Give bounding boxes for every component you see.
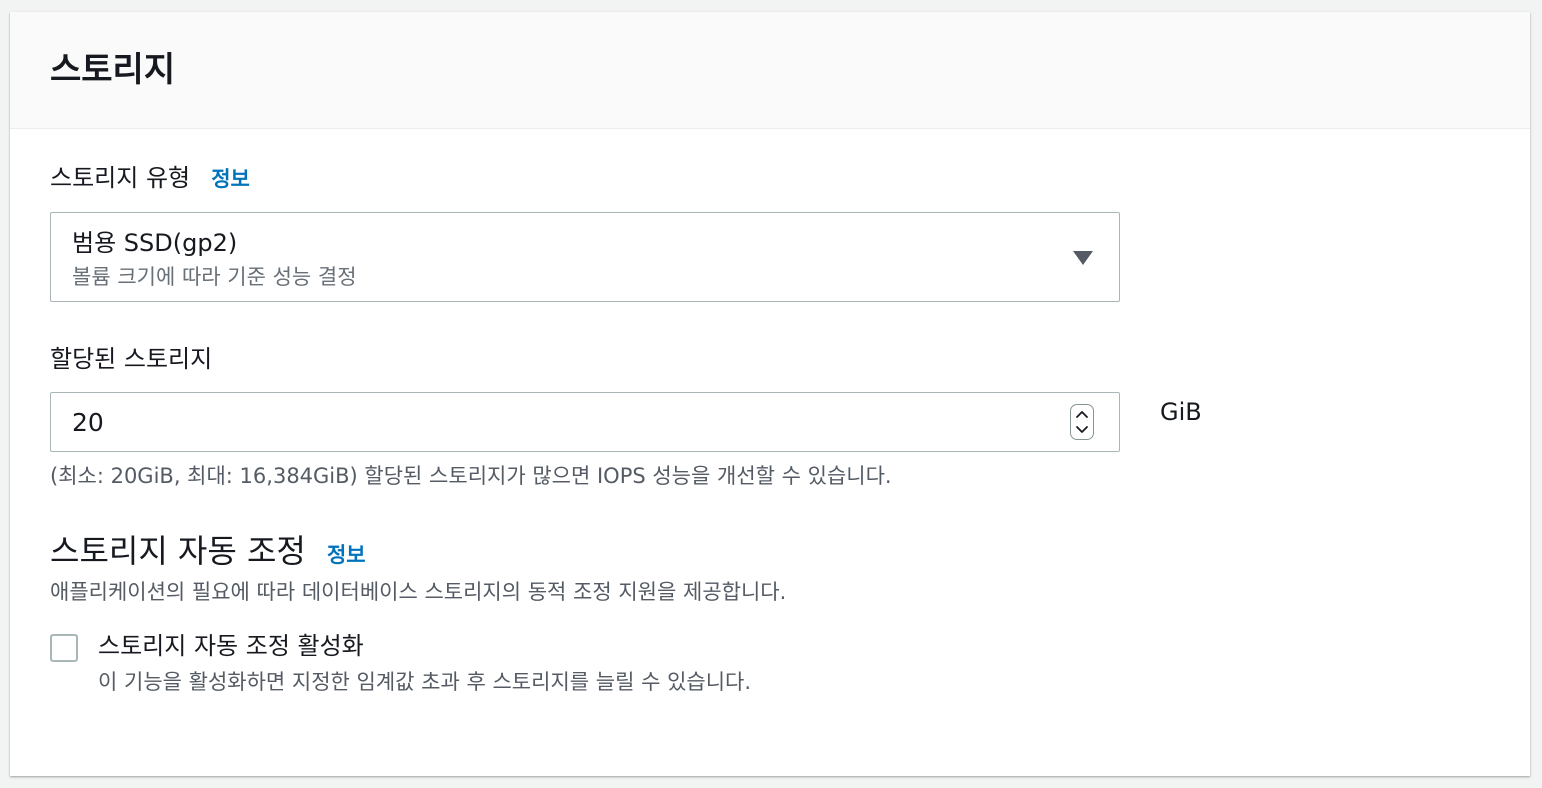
storage-type-info-link[interactable]: 정보 xyxy=(211,167,250,191)
allocated-storage-input[interactable] xyxy=(50,392,1120,452)
panel-header: 스토리지 xyxy=(10,12,1530,129)
storage-type-label: 스토리지 유형 xyxy=(50,164,191,192)
allocated-storage-constraint: (최소: 20GiB, 최대: 16,384GiB) 할당된 스토리지가 많으면… xyxy=(50,464,892,488)
number-stepper[interactable] xyxy=(1070,404,1094,440)
chevron-down-icon[interactable] xyxy=(1075,425,1089,435)
caret-down-icon xyxy=(1073,251,1093,265)
panel-title: 스토리지 xyxy=(50,50,176,90)
autoscaling-description: 애플리케이션의 필요에 따라 데이터베이스 스토리지의 동적 조정 지원을 제공… xyxy=(50,580,787,604)
autoscaling-checkbox-description: 이 기능을 활성화하면 지정한 임계값 초과 후 스토리지를 늘릴 수 있습니다… xyxy=(98,670,752,694)
storage-type-select[interactable]: 범용 SSD(gp2) 볼륨 크기에 따라 기준 성능 결정 xyxy=(50,212,1120,302)
chevron-up-icon[interactable] xyxy=(1075,409,1089,419)
autoscaling-checkbox[interactable] xyxy=(50,634,78,662)
storage-type-selected-description: 볼륨 크기에 따라 기준 성능 결정 xyxy=(72,265,357,289)
allocated-storage-unit: GiB xyxy=(1160,398,1202,426)
storage-type-selected-value: 범용 SSD(gp2) xyxy=(72,229,238,257)
allocated-storage-label: 할당된 스토리지 xyxy=(50,345,213,373)
autoscaling-heading: 스토리지 자동 조정 xyxy=(50,532,306,570)
autoscaling-checkbox-label[interactable]: 스토리지 자동 조정 활성화 xyxy=(98,632,364,660)
autoscaling-heading-row: 스토리지 자동 조정 정보 xyxy=(50,530,366,572)
storage-type-label-row: 스토리지 유형 정보 xyxy=(50,162,250,194)
autoscaling-info-link[interactable]: 정보 xyxy=(326,543,366,567)
storage-panel: 스토리지 스토리지 유형 정보 범용 SSD(gp2) 볼륨 크기에 따라 기준… xyxy=(10,12,1530,776)
